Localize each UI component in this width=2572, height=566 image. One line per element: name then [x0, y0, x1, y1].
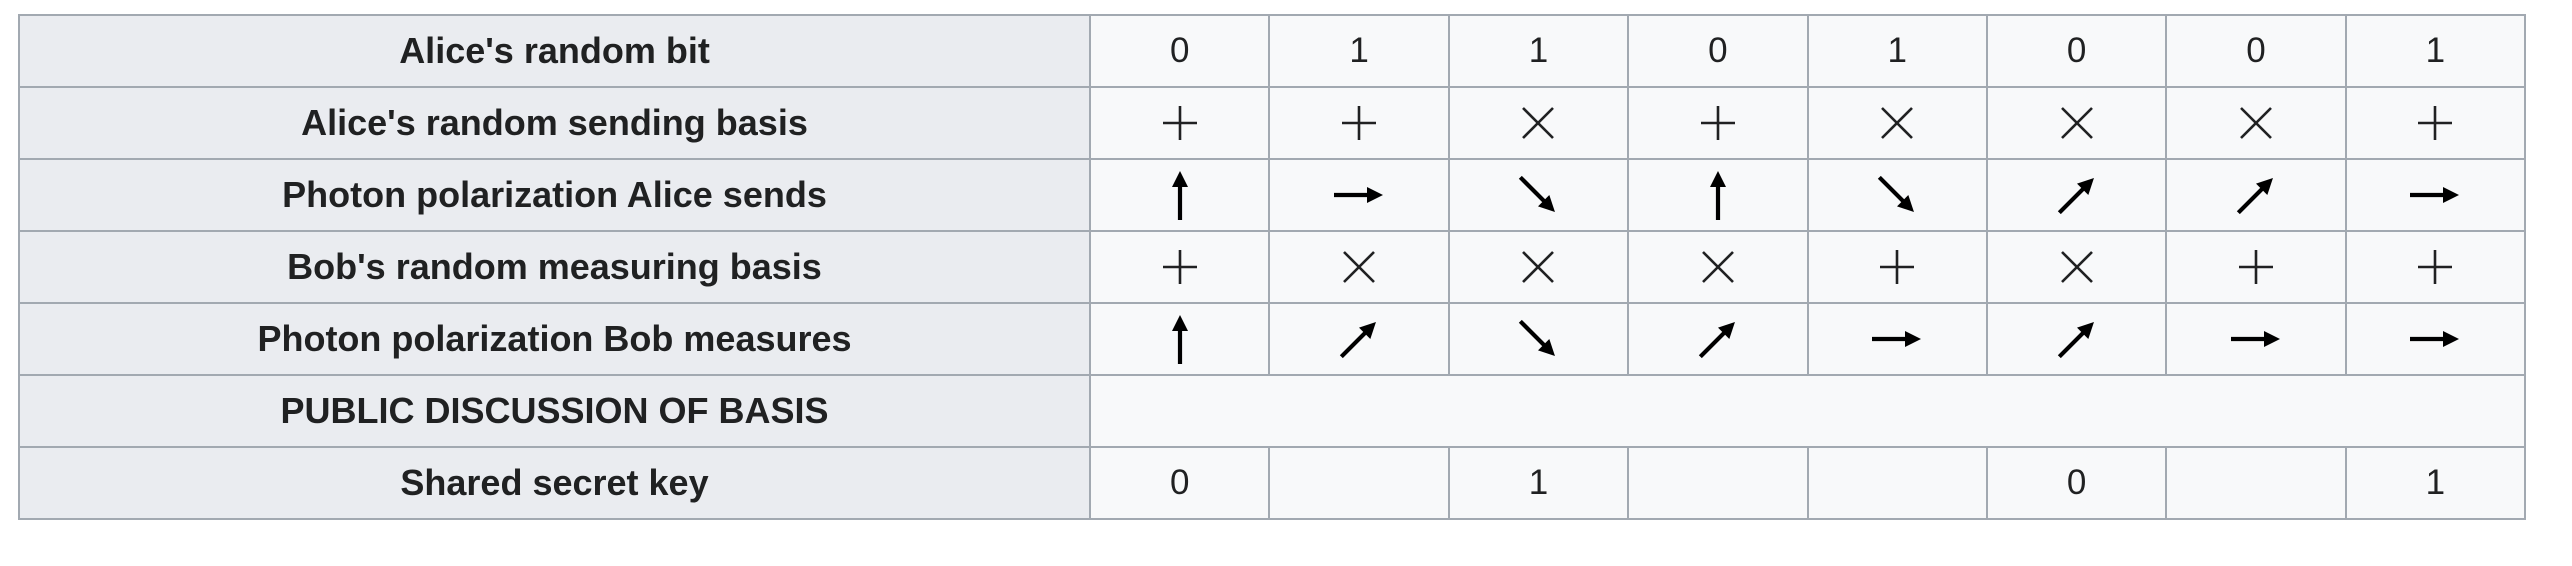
arrow-up-icon	[1709, 171, 1726, 220]
arrow-up-right-icon	[1698, 322, 1735, 359]
table-cell	[1627, 86, 1809, 160]
table-cell	[1268, 158, 1450, 232]
arrow-right-icon	[1872, 331, 1922, 347]
row-label-alice-s-random-bit: Alice's random bit	[18, 14, 1091, 88]
table-cell	[1268, 302, 1450, 376]
table-cell: 1	[1268, 14, 1450, 88]
table-row: PUBLIC DISCUSSION OF BASIS	[18, 374, 2526, 448]
table-cell: 1	[1447, 446, 1630, 520]
table-cell: 1	[2344, 14, 2527, 88]
table-cell: 1	[1806, 14, 1988, 88]
table-cell	[2344, 158, 2527, 232]
table-cell	[1985, 158, 2168, 232]
table-cell	[1806, 446, 1988, 520]
table-cell: 0	[1088, 446, 1271, 520]
row-label-photon-polarization-alice-sends: Photon polarization Alice sends	[18, 158, 1091, 232]
table-cell	[2165, 158, 2347, 232]
table-row: Photon polarization Bob measures	[18, 302, 2527, 376]
table-cell	[1627, 158, 1809, 232]
table-cell: 0	[1985, 446, 2168, 520]
arrow-up-icon	[1171, 315, 1188, 364]
arrow-right-icon	[1334, 187, 1384, 203]
table-cell: 1	[1447, 14, 1630, 88]
arrow-up-icon	[1171, 171, 1188, 220]
table-cell	[1627, 302, 1809, 376]
row-label-photon-polarization-bob-measures: Photon polarization Bob measures	[18, 302, 1091, 376]
arrow-down-right-icon	[1519, 175, 1556, 212]
rectilinear-basis-icon	[1700, 106, 1735, 140]
arrow-right-icon	[2230, 331, 2280, 347]
arrow-up-right-icon	[2057, 178, 2094, 215]
table-cell	[1985, 230, 2168, 304]
table-cell	[1268, 446, 1450, 520]
row-label-shared-secret-key: Shared secret key	[18, 446, 1091, 520]
public-discussion-cell	[1089, 374, 2526, 448]
table-cell	[1268, 86, 1450, 160]
diagonal-basis-icon	[2240, 107, 2272, 139]
arrow-up-right-icon	[1339, 322, 1377, 359]
table-cell	[1985, 302, 2168, 376]
table-cell: 0	[2165, 14, 2347, 88]
table-cell	[1088, 302, 1271, 376]
table-cell	[2165, 86, 2347, 160]
table-cell	[1447, 86, 1630, 160]
diagonal-basis-icon	[1343, 251, 1375, 283]
table-cell	[2165, 230, 2347, 304]
row-label-alice-s-random-sending-basis: Alice's random sending basis	[18, 86, 1091, 160]
arrow-right-icon	[2410, 331, 2460, 347]
table-cell	[1627, 230, 1809, 304]
diagonal-basis-icon	[1881, 107, 1914, 139]
rectilinear-basis-icon	[1342, 106, 1377, 140]
table-cell	[1088, 86, 1271, 160]
table-cell: 0	[1985, 14, 2168, 88]
arrow-down-right-icon	[1519, 319, 1556, 356]
rectilinear-basis-icon	[1162, 106, 1197, 140]
table-cell	[1268, 230, 1450, 304]
table-cell: 1	[2344, 446, 2527, 520]
rectilinear-basis-icon	[2238, 250, 2273, 284]
arrow-up-right-icon	[2236, 178, 2273, 215]
table-cell	[1627, 446, 1809, 520]
arrow-up-right-icon	[2057, 322, 2094, 359]
diagonal-basis-icon	[1701, 251, 1734, 283]
row-label-bob-s-random-measuring-basis: Bob's random measuring basis	[18, 230, 1091, 304]
rectilinear-basis-icon	[2418, 250, 2453, 284]
table-cell	[2165, 302, 2347, 376]
table-cell: 0	[1627, 14, 1809, 88]
table-cell	[1985, 86, 2168, 160]
table-cell	[1088, 158, 1271, 232]
row-label-public-discussion-of-basis: PUBLIC DISCUSSION OF BASIS	[18, 374, 1091, 448]
table-cell	[1088, 230, 1271, 304]
table-cell	[1806, 158, 1988, 232]
table-cell	[1447, 158, 1630, 232]
table-cell	[2165, 446, 2347, 520]
table-cell	[1806, 230, 1988, 304]
diagonal-basis-icon	[2060, 107, 2093, 139]
table-cell	[2344, 230, 2527, 304]
table-row: Photon polarization Alice sends	[18, 158, 2527, 232]
diagonal-basis-icon	[1522, 251, 1555, 283]
table-cell	[2344, 302, 2527, 376]
diagonal-basis-icon	[2060, 251, 2093, 283]
table-cell	[1806, 86, 1988, 160]
rectilinear-basis-icon	[1162, 250, 1197, 284]
table-cell	[1447, 230, 1630, 304]
table-cell	[2344, 86, 2527, 160]
arrow-down-right-icon	[1878, 175, 1915, 212]
rectilinear-basis-icon	[1880, 250, 1915, 284]
diagonal-basis-icon	[1522, 107, 1555, 139]
arrow-right-icon	[2410, 187, 2460, 203]
rectilinear-basis-icon	[2418, 106, 2453, 140]
table-cell: 0	[1088, 14, 1271, 88]
table-row: Bob's random measuring basis	[18, 230, 2527, 304]
table-cell	[1806, 302, 1988, 376]
table-cell	[1447, 302, 1630, 376]
table-row: Alice's random sending basis	[18, 86, 2527, 160]
